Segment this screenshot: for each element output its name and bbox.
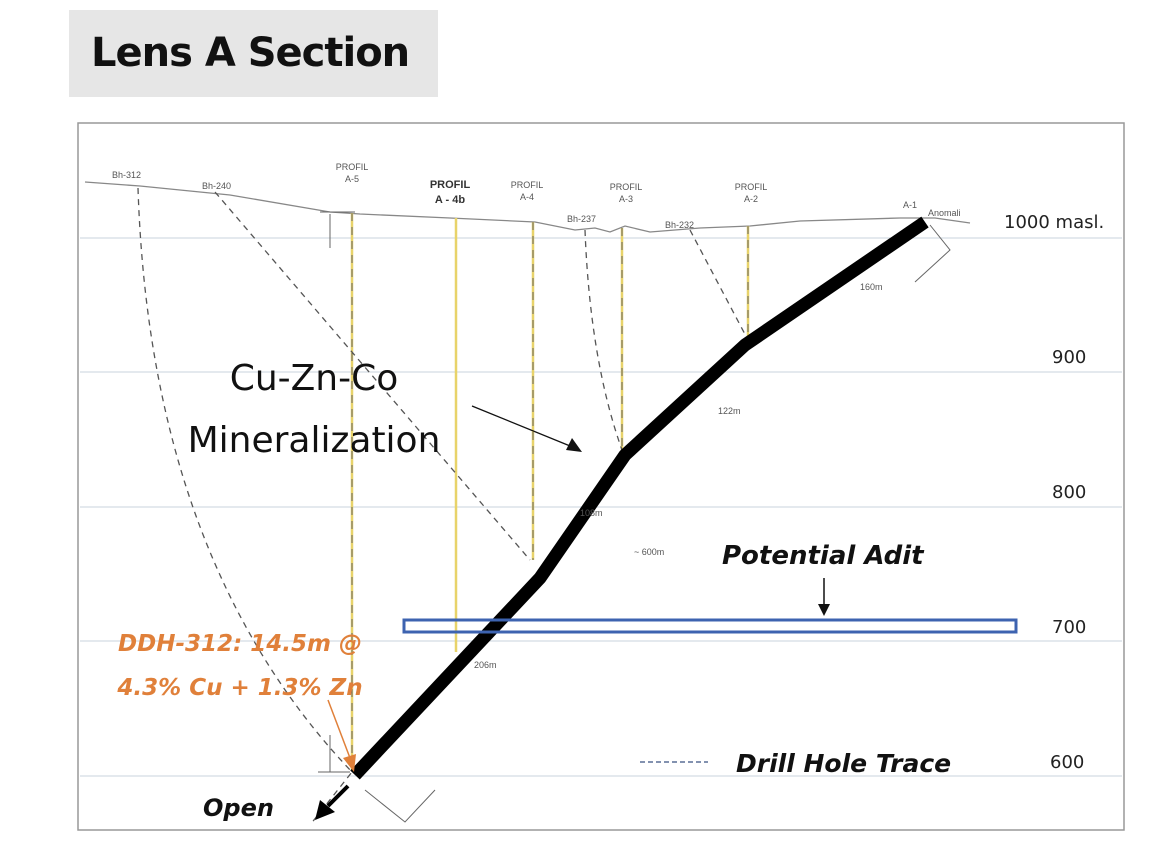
mineralization-label-line2: Mineralization	[188, 420, 441, 461]
drill-hole-bh240	[214, 191, 531, 561]
length-108m: 108m	[580, 508, 603, 518]
open-arrow-shaft	[326, 784, 350, 808]
drill-hole-bh312	[137, 187, 353, 826]
elevation-1000: 1000 masl.	[1004, 212, 1104, 233]
mineralization-label-line1: Cu-Zn-Co	[230, 358, 399, 399]
profile-a3-id: A-3	[619, 194, 633, 204]
open-arrowhead-icon	[315, 800, 335, 820]
intercept-line2: 4.3% Cu + 1.3% Zn	[116, 675, 362, 701]
profile-dash-overlay	[351, 213, 749, 770]
elevation-600: 600	[1050, 752, 1084, 773]
profile-a5-id: A-5	[345, 174, 359, 184]
profile-a4b-id: A - 4b	[435, 194, 465, 206]
anomaly-label: Anomali	[928, 208, 961, 218]
elevation-900: 900	[1052, 347, 1086, 368]
profile-a4-name: PROFIL	[511, 180, 544, 190]
bh240-label: Bh-240	[202, 181, 231, 191]
intercept-arrowhead-icon	[343, 754, 356, 772]
bh237-label: Bh-237	[567, 214, 596, 224]
length-160m: 160m	[860, 282, 883, 292]
elevation-grid	[80, 237, 1122, 777]
mineralization-arrowhead-icon	[566, 438, 582, 452]
mineralization-pointer	[471, 405, 576, 449]
length-122m: 122m	[718, 406, 741, 416]
profile-a2-name: PROFIL	[735, 182, 768, 192]
drill-hole-traces	[137, 187, 749, 826]
open-label: Open	[203, 794, 274, 822]
length-600m: ~ 600m	[634, 547, 664, 557]
frame	[77, 122, 1125, 831]
bh312-label: Bh-312	[112, 170, 141, 180]
intercept-pointer	[327, 699, 351, 759]
intercept-line1: DDH-312: 14.5m @	[118, 631, 362, 657]
title-box: Lens A Section	[69, 10, 438, 97]
profile-a5-name: PROFIL	[336, 162, 369, 172]
length-206m: 206m	[474, 660, 497, 670]
profile-a4b-name: PROFIL	[430, 179, 471, 191]
potential-adit	[402, 618, 1018, 634]
topography-line	[84, 181, 971, 233]
bh232-label: Bh-232	[665, 220, 694, 230]
drill-hole-bh237	[584, 229, 623, 451]
profile-a4-id: A-4	[520, 192, 534, 202]
profile-a3-name: PROFIL	[610, 182, 643, 192]
adit-arrowhead-icon	[818, 604, 830, 616]
elevation-700: 700	[1052, 617, 1086, 638]
profile-a2-id: A-2	[744, 194, 758, 204]
adit-label: Potential Adit	[722, 541, 925, 571]
page-title: Lens A Section	[91, 30, 410, 76]
drill-hole-bh232	[689, 229, 749, 341]
profile-lines	[350, 213, 750, 770]
dimension-marks	[318, 211, 951, 823]
legend-drill-hole-label: Drill Hole Trace	[736, 749, 951, 778]
profile-a1-id: A-1	[903, 200, 917, 210]
elevation-800: 800	[1052, 482, 1086, 503]
ore-body	[350, 216, 929, 780]
